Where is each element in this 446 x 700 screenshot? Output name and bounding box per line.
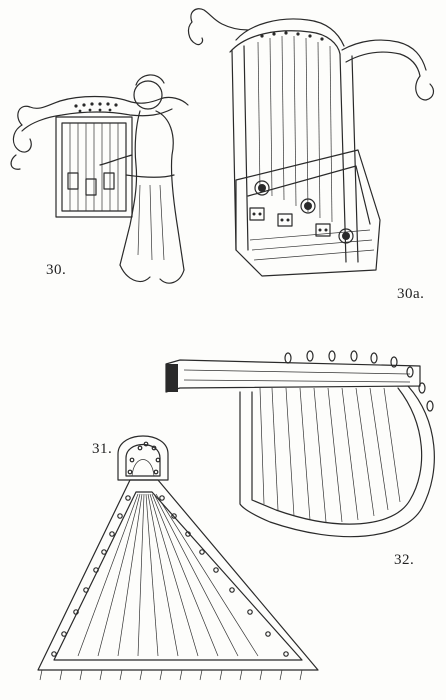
- figure-30-lyre-player: [10, 74, 189, 284]
- figure-31-psaltery: [37, 435, 319, 681]
- figure-31-label: 31.: [92, 441, 113, 457]
- figure-32-harp: [165, 350, 435, 538]
- figure-30-label: 30.: [46, 262, 67, 278]
- figure-30a-label: 30a.: [397, 286, 425, 302]
- figure-32-label: 32.: [394, 552, 415, 568]
- figure-30a-lyre: [187, 8, 435, 277]
